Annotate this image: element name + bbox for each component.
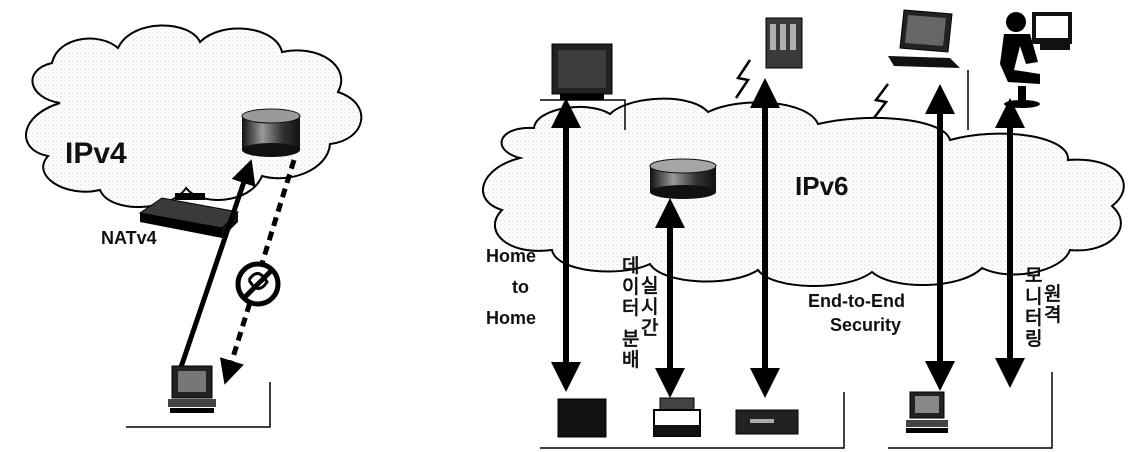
storage-server-icon xyxy=(649,158,717,199)
set-top-box-icon xyxy=(557,398,607,438)
ipv4-cloud-label: IPv4 xyxy=(65,137,127,170)
person-at-computer-icon xyxy=(1000,12,1072,108)
blocked-icon xyxy=(235,261,281,307)
nat-label: NATv4 xyxy=(101,228,157,248)
ipv4-cloud-icon xyxy=(25,24,363,208)
ipv6-cloud-icon xyxy=(482,97,1125,287)
end-to-end-security-label: End-to-End Security xyxy=(808,291,910,335)
tower-server-icon xyxy=(765,17,803,69)
wireless-link-icon xyxy=(873,83,889,119)
desktop-pc-icon xyxy=(906,391,948,433)
home-to-home-label: Home to Home xyxy=(486,246,541,328)
data-distribution-label: 데 이 터 분 배 xyxy=(622,255,646,371)
monitoring-label: 모 니 터 링 xyxy=(1025,265,1049,350)
laptop-icon xyxy=(888,9,960,68)
lan-line xyxy=(540,392,845,449)
ipv6-section: IPv6 xyxy=(482,9,1125,449)
realtime-label: 실 시 간 xyxy=(641,275,665,339)
double-arrow-icon xyxy=(175,159,256,377)
desktop-pc-icon xyxy=(168,365,216,413)
double-arrow-icon xyxy=(219,159,297,385)
lan-line xyxy=(888,372,1053,449)
vcr-device-icon xyxy=(735,409,799,435)
monitor-icon xyxy=(551,43,613,100)
remote-label: 원 격 xyxy=(1044,283,1068,326)
printer-icon xyxy=(653,397,701,437)
ipv6-cloud-label: IPv6 xyxy=(795,171,849,201)
server-icon xyxy=(241,108,301,157)
lan-line xyxy=(126,382,271,428)
ipv4-section: IPv4 NATv4 xyxy=(25,24,363,428)
wireless-link-icon xyxy=(734,59,752,99)
